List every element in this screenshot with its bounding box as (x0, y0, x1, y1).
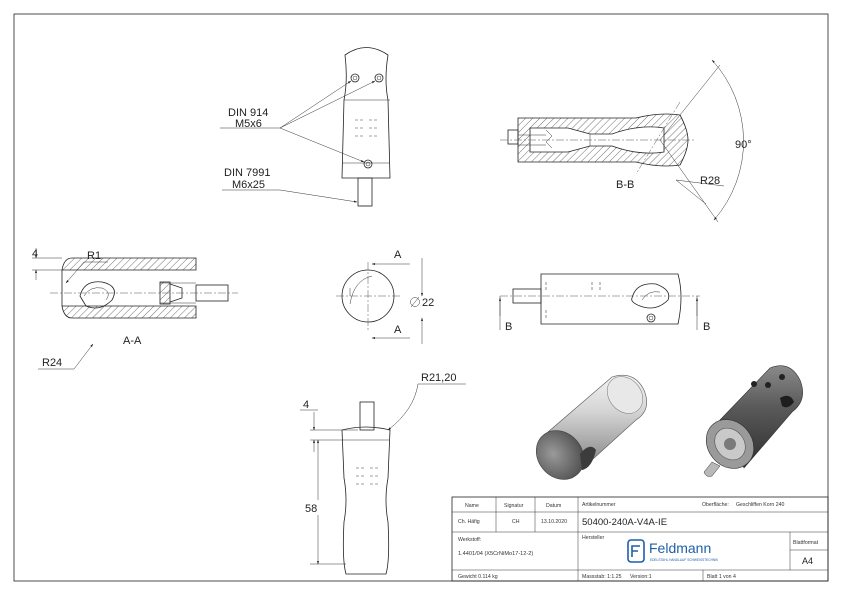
m5x6-label: M5x6 (235, 118, 262, 130)
tb-artikelnummer-label: Artikelnummer (582, 502, 616, 508)
company-name: Feldmann (649, 540, 711, 556)
tb-datum-value: 13.10.2020 (541, 519, 567, 525)
top-view (341, 47, 391, 207)
tb-signatur-label: Signatur (504, 503, 524, 509)
section-bb-view (500, 101, 695, 175)
r24-label: R24 (42, 357, 62, 369)
cut-b-right-label: B (703, 321, 710, 333)
tb-datum-label: Datum (546, 503, 561, 509)
dim-4-bottom (300, 409, 358, 452)
tb-oberflaeche-label: Oberfläche: (702, 502, 729, 508)
tb-werkstoff-value: 1.4401/04 (X5CrNiMo17-12-2) (458, 551, 533, 557)
r2120-label: R21,20 (421, 372, 456, 384)
tb-massstab: Massstab: 1:1.25 (582, 574, 622, 580)
cut-b-left-label: B (505, 321, 512, 333)
dim-4-left (32, 248, 62, 280)
tb-artikelnummer-value: 50400-240A-V4A-IE (582, 517, 667, 528)
r24-leader (38, 343, 94, 370)
r28-label: R28 (700, 175, 720, 187)
tb-name-label: Name (465, 503, 479, 509)
tb-hersteller-label: Hersteller (582, 535, 604, 541)
title-block (451, 496, 829, 582)
tb-werkstoff-label: Werkstoff: (458, 537, 481, 543)
r1-leader (65, 261, 108, 284)
side-view (500, 273, 700, 325)
dim-58 (310, 439, 346, 565)
leader-din914 (220, 80, 376, 163)
tb-row-label: Ch. Häfig (458, 519, 480, 525)
tb-blattformat-value: A4 (802, 556, 813, 566)
diameter-22-dimension (410, 270, 424, 332)
r2120-leader (387, 383, 466, 431)
din7991-label: DIN 7991 (224, 167, 270, 179)
leader-din7991 (222, 189, 358, 203)
cut-arrow-a-bottom (371, 332, 423, 344)
tb-blattformat-label: Blattformat (793, 540, 819, 546)
dim-4-bottom-label: 4 (303, 399, 309, 411)
cut-arrow-a-top (371, 258, 423, 270)
dim-58-label: 58 (305, 503, 317, 515)
sheet-border (13, 13, 829, 582)
tb-oberflaeche-value: Geschliffen Korn 240 (736, 502, 784, 508)
isometric-view-light (535, 374, 647, 480)
angle-90-label: 90° (735, 139, 752, 151)
angle-90-dimension (659, 59, 744, 223)
isometric-view-dark (703, 365, 803, 477)
cut-a-bottom-label: A (394, 324, 402, 336)
cut-a-top-label: A (394, 249, 402, 261)
m6x25-label: M6x25 (232, 179, 265, 191)
tb-blatt: Blatt 1 von 4 (707, 574, 736, 580)
dim-4-left-label: 4 (32, 248, 38, 260)
r1-label: R1 (87, 250, 101, 262)
diameter-22-label: 22 (422, 297, 434, 309)
section-aa-label: A-A (123, 335, 142, 347)
company-tagline: EDELSTAHL HANDLAUF SCHWEISSTECHNIK (650, 558, 719, 562)
feldmann-logo-icon (627, 539, 645, 563)
section-bb-label: B-B (616, 179, 634, 191)
din914-label: DIN 914 (228, 107, 268, 119)
section-aa-view (50, 257, 238, 319)
front-view (341, 401, 391, 575)
tb-version: Version:1 (630, 574, 652, 580)
tb-signatur-value: CH (512, 519, 520, 525)
tb-gewicht: Gewicht 0.114 kg (458, 574, 498, 580)
end-view (336, 262, 400, 330)
